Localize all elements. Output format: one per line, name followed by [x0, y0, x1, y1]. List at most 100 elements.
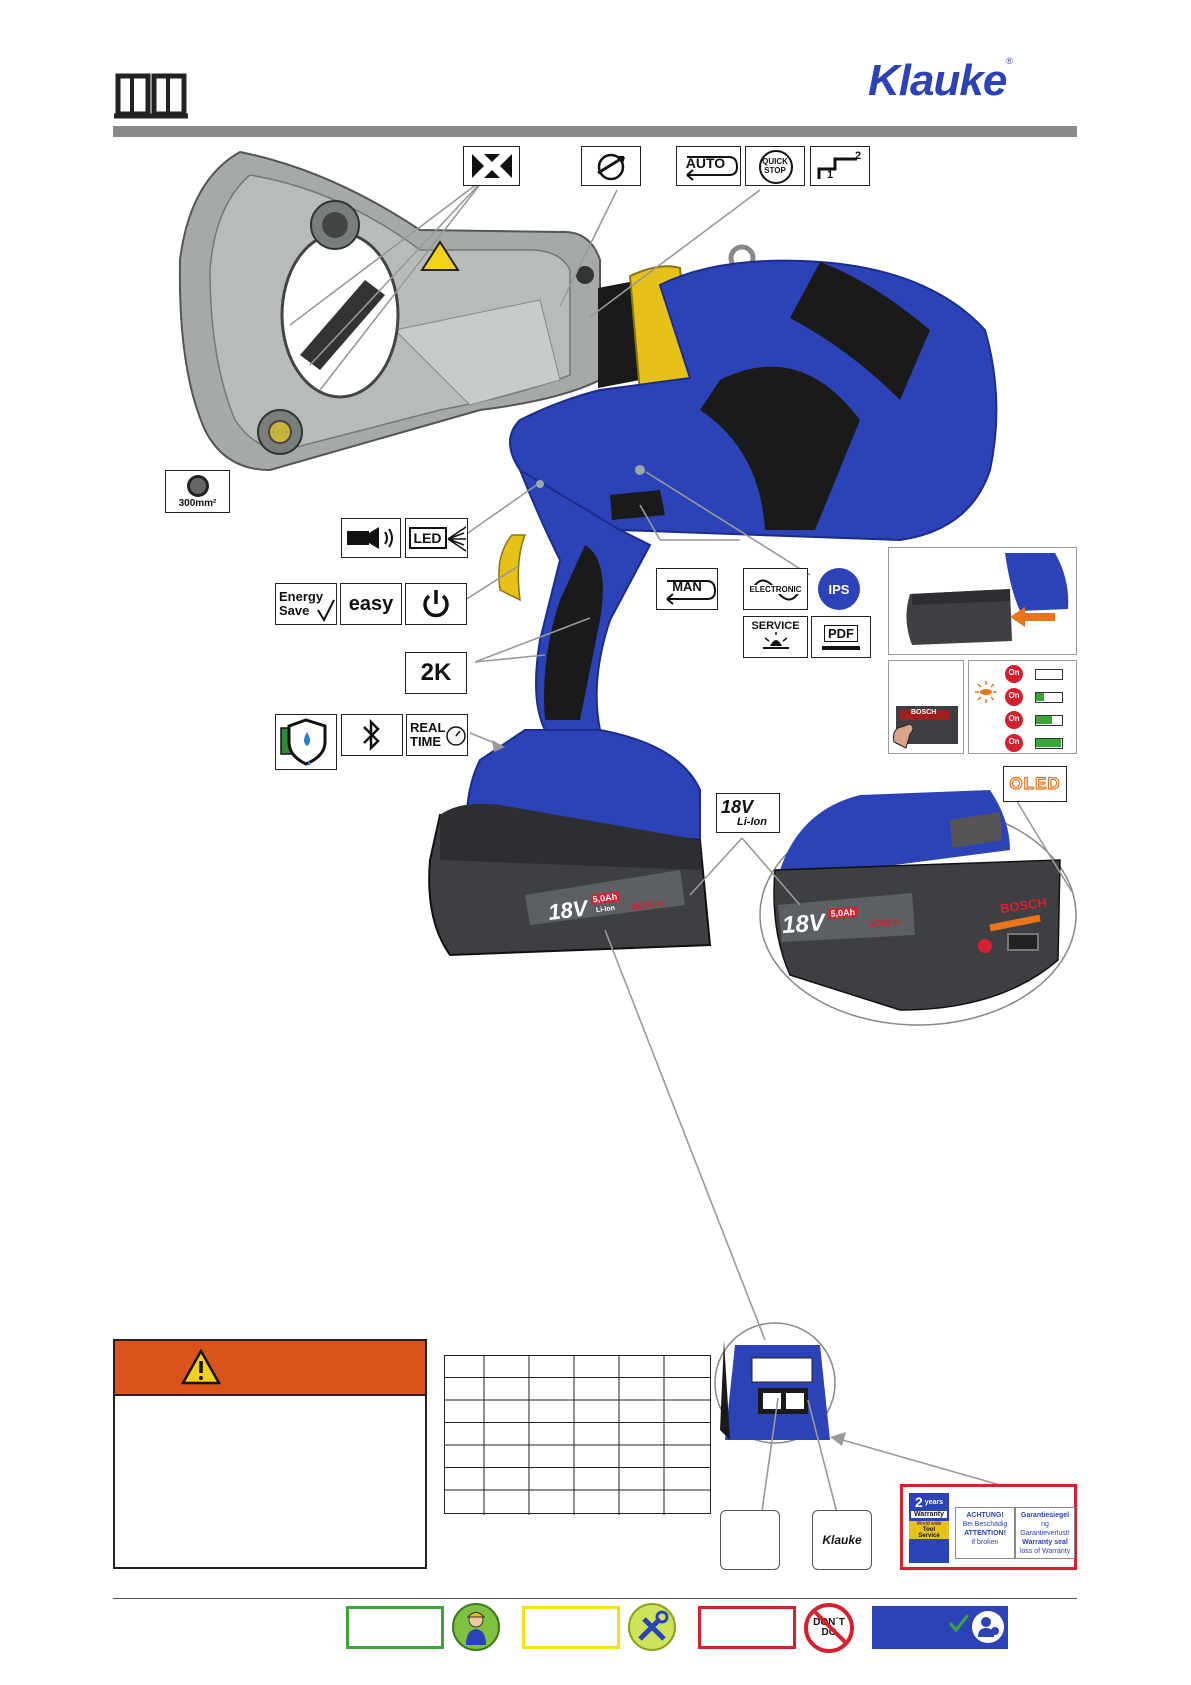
crimp-die-pictogram [463, 146, 520, 186]
led-label: LED [408, 527, 447, 549]
rotating-head-pictogram [581, 146, 641, 186]
technician-icon [452, 1603, 500, 1651]
green-check-icon [948, 1614, 970, 1633]
auto-pictogram: AUTO [676, 146, 741, 186]
on-label-3: On [1008, 714, 1020, 723]
easy-pictogram: easy [340, 583, 402, 625]
auto-label: AUTO [685, 155, 726, 171]
achtung-label: ACHTUNG! [966, 1512, 1004, 1519]
warranty-seal-label: Warranty seal [1022, 1539, 1068, 1546]
li-ion-label: Li-Ion [737, 816, 767, 828]
service-sticker-label: Service [909, 1533, 949, 1539]
manual-book-icon [112, 68, 190, 120]
data-table [444, 1355, 711, 1515]
years-label: years [924, 1498, 944, 1506]
dont-do-icon: DON´T DO [804, 1603, 854, 1653]
footer-blue-box [872, 1606, 1008, 1649]
quick-stop-pictogram: QUICK STOP [745, 146, 805, 186]
ips-badge: IPS [818, 568, 860, 610]
seal-left: ACHTUNG! Bei Beschädig ATTENTION! if bro… [955, 1507, 1015, 1559]
battery-capacity-zoom: 5,0Ah [828, 906, 858, 919]
bluetooth-pictogram [341, 714, 403, 756]
charge-level-panel: On On On On [968, 660, 1077, 754]
on-label-1: On [1008, 668, 1020, 677]
garantiesiegel-label: Garantiesiegel [1020, 1512, 1070, 1519]
pdf-pictogram: PDF [811, 616, 871, 658]
battery-capacity: 5,0Ah [590, 891, 620, 905]
brand-logo-text: Klauke [868, 56, 1007, 105]
power-icon [423, 590, 449, 618]
oled-label: OLED [1009, 773, 1061, 793]
pdf-label: PDF [824, 624, 858, 642]
warning-triangle-icon [181, 1349, 221, 1385]
callout-lines [289, 177, 1073, 1526]
water-protection-pictogram [275, 714, 337, 770]
bluetooth-icon [363, 719, 380, 751]
stage-2-label: 2 [855, 150, 862, 162]
footer-yellow-box [522, 1606, 620, 1649]
tools-icon [628, 1603, 676, 1651]
on-label-2: On [1008, 691, 1020, 700]
save-label: Save [279, 603, 310, 618]
checkmark-icon [317, 599, 335, 622]
crimp-head [178, 150, 601, 472]
ips-label: IPS [828, 581, 850, 597]
battery-brand-zoom: BOSCH [867, 916, 902, 930]
if-broken-label: if broken [971, 1539, 999, 1546]
world-wide-label: World wide [909, 1521, 949, 1527]
bosch-small-label: BOSCH [911, 709, 937, 716]
service-pictogram: SERVICE [743, 616, 808, 658]
header-bar [113, 126, 1077, 137]
battery-brand: BOSCH [630, 897, 664, 912]
eye-glow-icon [975, 681, 997, 703]
warning-header [115, 1341, 425, 1394]
energy-label: Energy [279, 589, 324, 604]
warning-box [113, 1339, 427, 1569]
tool-body [498, 259, 998, 731]
footer-rule [113, 1598, 1077, 1599]
garantieverlust-label: ng Garantieverlust! [1020, 1521, 1070, 1537]
time-label: TIME [410, 734, 442, 749]
led-pictogram: LED [405, 518, 468, 558]
horn-pictogram [341, 518, 401, 558]
stage-1-label: 1 [827, 169, 834, 181]
klauke-seal-box: Klauke [812, 1510, 872, 1570]
shield-drop-icon [280, 718, 327, 766]
attention-label: ATTENTION! [964, 1530, 1006, 1537]
warranty-sticker-panel: 2 years Warranty World wide Tool Service… [900, 1484, 1077, 1570]
cross-section-pictogram: 300mm² [165, 470, 230, 513]
voltage-label: 18V [721, 797, 754, 817]
electronic-label: ELECTRONIC [749, 584, 802, 594]
battery-press-panel: BOSCH [888, 660, 964, 754]
dont-label-2: DO [821, 1627, 837, 1638]
stop-label: STOP [764, 166, 786, 175]
battery-voltage-zoom: 18V [781, 909, 826, 940]
service-light-icon [762, 632, 789, 649]
charge-row-2: On [1005, 688, 1077, 706]
two-k-pictogram: 2K [405, 652, 467, 694]
loss-label: loss of Warranty [1019, 1548, 1071, 1555]
bei-label: Bei Beschädig [962, 1521, 1008, 1528]
user-check-icon [972, 1611, 1004, 1643]
two-k-label: 2K [420, 659, 452, 686]
brand-logo: Klauke® [868, 56, 1013, 105]
battery-insert-panel [888, 547, 1077, 655]
tool-label: Tool [909, 1527, 949, 1533]
light-beam-icon [447, 526, 467, 552]
service-label: SERVICE [751, 620, 800, 632]
footer-green-box [346, 1606, 444, 1649]
electronic-pictogram: ELECTRONIC [743, 568, 808, 610]
pdf-bar [822, 645, 860, 650]
blank-label-box [720, 1510, 780, 1570]
real-label: REAL [410, 720, 446, 735]
charge-row-3: On [1005, 711, 1077, 729]
seal-right: Garantiesiegel ng Garantieverlust! Warra… [1015, 1507, 1075, 1559]
real-time-pictogram: REAL TIME [406, 714, 468, 756]
horn-icon [347, 527, 393, 549]
battery-pack [428, 803, 712, 957]
clock-icon [446, 726, 466, 746]
easy-label: easy [348, 592, 394, 615]
manual-return-pictogram: MAN [656, 568, 718, 610]
power-pictogram [405, 583, 467, 625]
voltage-pictogram: 18V Li-Ion [716, 793, 780, 833]
